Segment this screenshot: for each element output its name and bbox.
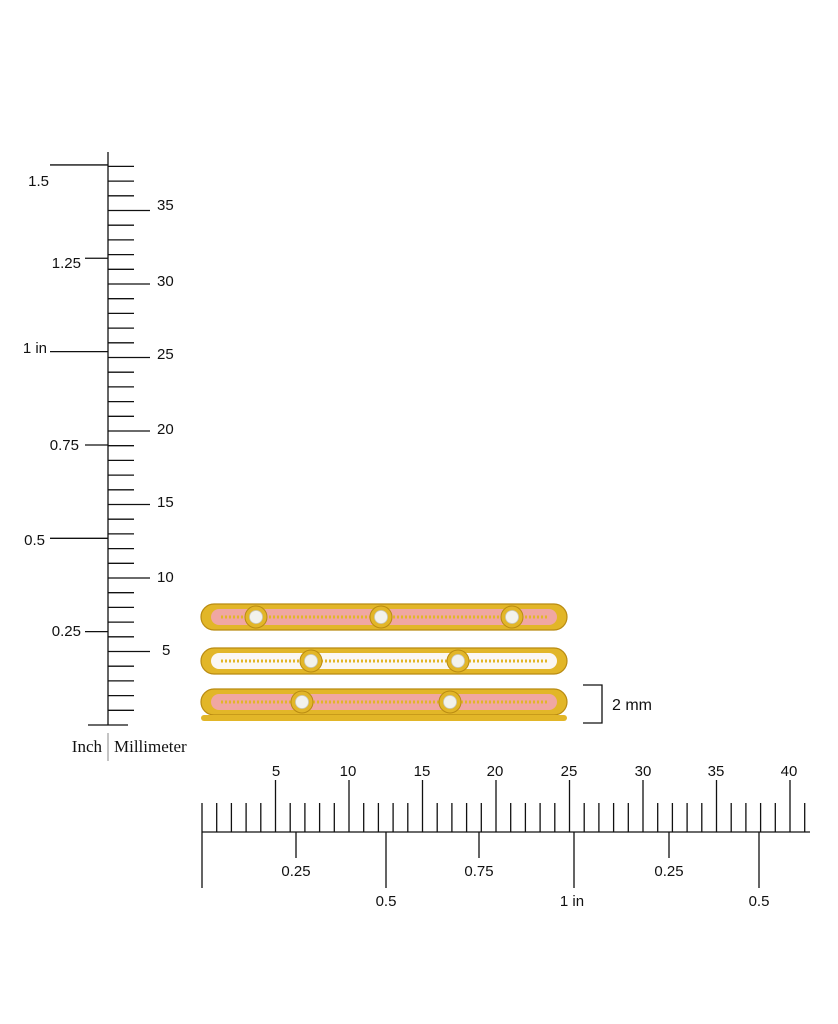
v-mm-label: 25 (157, 346, 174, 363)
h-inch-label: 0.25 (654, 863, 683, 880)
horizontal-mm-labels: 5 10 15 20 25 30 35 40 (272, 763, 798, 780)
v-inch-label: 0.5 (24, 532, 45, 549)
h-inch-label: 0.5 (376, 893, 397, 910)
h-mm-label: 30 (635, 763, 652, 780)
vertical-ruler (50, 152, 150, 726)
v-mm-label: 10 (157, 569, 174, 586)
stone (443, 695, 457, 709)
ring-band (200, 603, 568, 631)
h-mm-label: 40 (781, 763, 798, 780)
width-bracket: 2 mm (583, 684, 652, 724)
stone (374, 610, 388, 624)
vertical-inch-labels: 1.5 1.25 1 in 0.75 0.5 0.25 (23, 173, 81, 640)
unit-captions: Inch Millimeter (72, 733, 187, 761)
unit-inch-caption: Inch (72, 737, 103, 756)
v-inch-label: 0.75 (50, 437, 79, 454)
h-mm-label: 5 (272, 763, 280, 780)
stone (304, 654, 318, 668)
h-inch-label: 0.5 (749, 893, 770, 910)
h-mm-label: 15 (414, 763, 431, 780)
ring-band (200, 647, 568, 675)
v-inch-label: 1.25 (52, 255, 81, 272)
ring-base-rim (201, 715, 567, 721)
horizontal-inch-labels: 0.25 0.5 0.75 1 in 0.25 0.5 (281, 863, 769, 910)
v-inch-label: 1 in (23, 340, 47, 357)
v-mm-label: 5 (162, 642, 170, 659)
v-mm-label: 15 (157, 494, 174, 511)
h-mm-label: 25 (561, 763, 578, 780)
v-inch-label: 1.5 (28, 173, 49, 190)
h-mm-label: 35 (708, 763, 725, 780)
stone (451, 654, 465, 668)
bracket-line (583, 684, 603, 724)
h-mm-label: 10 (340, 763, 357, 780)
v-mm-label: 35 (157, 197, 174, 214)
v-mm-label: 30 (157, 273, 174, 290)
horizontal-ruler (201, 780, 810, 888)
stone (295, 695, 309, 709)
unit-mm-caption: Millimeter (114, 737, 187, 756)
ring-band (200, 688, 568, 721)
bracket-label: 2 mm (612, 697, 652, 714)
v-inch-label: 0.25 (52, 623, 81, 640)
ring-enamel (211, 653, 557, 669)
h-inch-label: 0.25 (281, 863, 310, 880)
h-inch-label: 1 in (560, 893, 584, 910)
stone (249, 610, 263, 624)
ring-stack (200, 603, 568, 721)
vertical-mm-labels: 35 30 25 20 15 10 5 (157, 197, 174, 659)
v-mm-label: 20 (157, 421, 174, 438)
stone (505, 610, 519, 624)
h-mm-label: 20 (487, 763, 504, 780)
h-inch-label: 0.75 (464, 863, 493, 880)
